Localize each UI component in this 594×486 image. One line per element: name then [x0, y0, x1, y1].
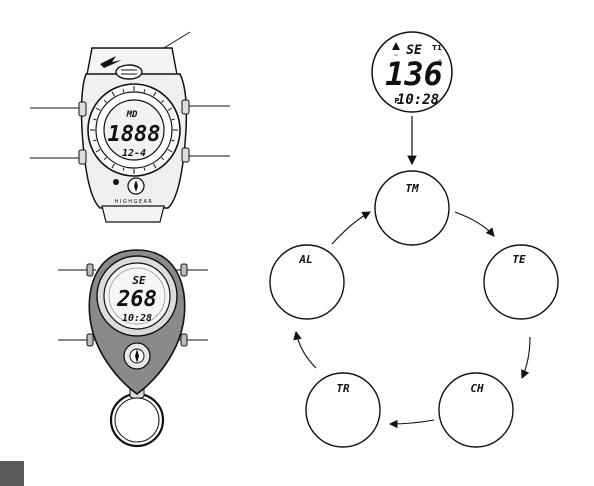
mode-node-al: AL: [269, 244, 345, 320]
arrow-tm-to-te: [454, 211, 495, 237]
watch-lcd: [103, 99, 165, 161]
arrow-ch-to-tr: [388, 419, 435, 429]
watch-button-right-upper: [181, 99, 190, 115]
preview-arrow-up-icon: [392, 42, 400, 50]
preview-value: 136: [385, 55, 443, 93]
mode-node-ch: CH: [438, 372, 514, 448]
arrow-tr-to-al: [293, 330, 317, 369]
clip-button-left-upper: [86, 263, 94, 277]
bezel-tick: [143, 89, 146, 93]
watch-brand-label: HIGHGEAR: [115, 199, 154, 205]
preview-small-mark: ▭: [394, 52, 398, 57]
mode-preview-display: ▭ SE T1 136 ° P 10:28: [371, 31, 453, 113]
watch-top-button: [115, 64, 143, 80]
mode-cycle: TM TE CH TR AL: [269, 170, 559, 448]
preview-badge: T1: [432, 44, 442, 52]
bezel-tick: [153, 91, 157, 97]
page-corner-tab: [0, 461, 24, 486]
bezel-tick: [111, 91, 115, 97]
preview-lcd-outline: [371, 31, 453, 113]
preview-heading: SE: [406, 43, 422, 58]
preview-time: 10:28: [397, 92, 439, 108]
bezel-tick: [122, 89, 125, 93]
mode-node-te: TE: [483, 244, 559, 320]
clip-lcd-main: 268: [116, 287, 157, 312]
bezel-tick: [171, 139, 175, 142]
clip-button-left-lower: [86, 333, 94, 347]
bezel-tick: [161, 157, 165, 161]
watch-bezel-ticks: [90, 86, 178, 174]
mode-label-ch: CH: [470, 382, 484, 395]
watch-button-left-upper: [78, 101, 87, 117]
mode-label-tr: TR: [336, 382, 350, 395]
clip-keyring: [109, 392, 165, 448]
bezel-tick: [171, 118, 175, 121]
clip-lcd: [103, 262, 171, 330]
watch-lcd-top: MD: [126, 110, 138, 120]
arrow-al-to-tm: [331, 211, 371, 245]
watch-lcd-bottom: 12-4: [122, 148, 146, 159]
watch-band-bottom: [101, 205, 165, 223]
mode-node-tm: TM: [374, 170, 450, 246]
compass-needle-icon: [134, 180, 138, 192]
bezel-tick: [103, 99, 107, 103]
bezel-tick: [143, 167, 146, 171]
mode-node-tr: TR: [305, 372, 381, 448]
bezel-tick: [93, 118, 97, 121]
watch-logo-icon: [100, 56, 122, 68]
clip-lcd-top: SE: [132, 274, 146, 287]
clip-device-illustration: SE 268 10:28: [58, 249, 208, 448]
preview-time-prefix: P: [394, 97, 399, 105]
arrow-te-to-ch: [521, 336, 531, 380]
bezel-tick: [161, 99, 165, 103]
bezel-tick: [93, 139, 97, 142]
preview-degree: °: [438, 59, 443, 69]
bezel-tick: [167, 107, 173, 111]
bezel-tick: [122, 167, 125, 171]
mode-label-al: AL: [298, 253, 312, 266]
wristwatch-illustration: MD 1888 12-4 HIGHGEAR: [30, 31, 230, 223]
clip-lcd-bottom: 10:28: [122, 313, 152, 324]
watch-button-right-lower: [181, 147, 190, 163]
clip-button-right-lower: [180, 333, 188, 347]
clip-keyring-inner: [114, 397, 160, 443]
bezel-tick: [103, 157, 107, 161]
bezel-tick: [111, 163, 115, 169]
clip-compass-needle-icon: [135, 349, 139, 363]
watch-lcd-main: 1888: [108, 122, 161, 147]
bezel-tick: [95, 107, 101, 111]
watch-button-left-lower: [78, 149, 87, 165]
mode-label-tm: TM: [405, 182, 419, 195]
bezel-tick: [167, 149, 173, 153]
clip-button-right-upper: [180, 263, 188, 277]
bezel-tick: [95, 149, 101, 153]
bezel-tick: [153, 163, 157, 169]
mode-label-te: TE: [512, 253, 526, 266]
watch-indicator-dot: [113, 179, 119, 185]
